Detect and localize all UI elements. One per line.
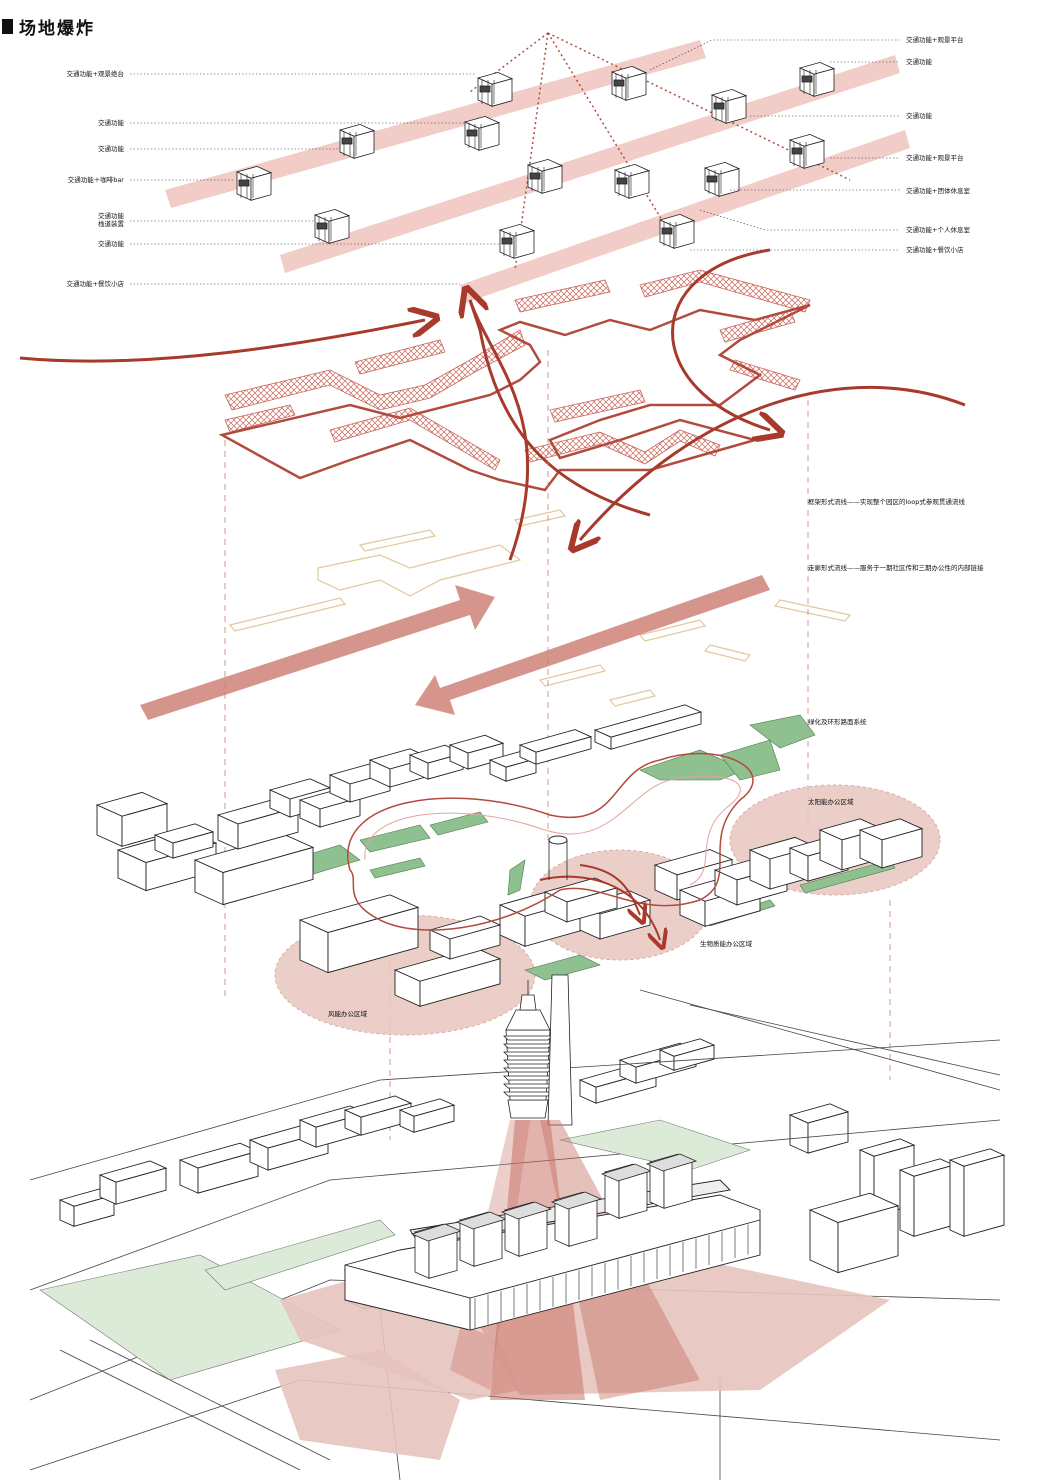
block-15 bbox=[298, 894, 420, 974]
roof-tower-5 bbox=[600, 1163, 653, 1219]
left-label-4: 交通功能＋咖啡bar bbox=[67, 176, 124, 184]
building-blocks bbox=[58, 704, 1006, 1310]
right-label-5: 交通功能+团体休息室 bbox=[906, 187, 970, 195]
block-33 bbox=[343, 1095, 413, 1136]
block-13 bbox=[518, 729, 593, 765]
pavilion-4 bbox=[798, 61, 836, 97]
right-label-2: 交通功能 bbox=[906, 58, 932, 66]
zone-layer bbox=[58, 704, 1006, 1310]
page-title: 场地爆炸 bbox=[2, 14, 95, 39]
roof-tower-2 bbox=[455, 1211, 508, 1267]
pagoda-eave-8 bbox=[503, 1091, 553, 1097]
base-site-layer bbox=[29, 974, 1001, 1481]
block-29 bbox=[98, 1160, 168, 1205]
pavilion-14 bbox=[658, 213, 696, 249]
roof-tower-1 bbox=[410, 1223, 463, 1279]
pagoda-eave-1 bbox=[503, 1035, 553, 1041]
roof-tower-3 bbox=[500, 1201, 553, 1257]
block-40 bbox=[898, 1158, 956, 1237]
block-34 bbox=[398, 1098, 456, 1133]
chimney bbox=[547, 974, 573, 1126]
pagoda-eave-5 bbox=[503, 1067, 553, 1073]
title-marker-icon bbox=[2, 19, 13, 34]
pavilion-7 bbox=[788, 133, 826, 169]
left-label-7: 交通功能+餐饮小店 bbox=[66, 280, 124, 288]
loop-flow-arrows bbox=[19, 248, 966, 561]
pavilion-5 bbox=[463, 115, 501, 151]
left-label-2: 交通功能 bbox=[98, 119, 124, 127]
pavilion-layer bbox=[165, 32, 910, 303]
block-37 bbox=[658, 1038, 716, 1071]
solar-zone-label: 太阳能办公区域 bbox=[808, 798, 854, 806]
block-16 bbox=[393, 947, 502, 1007]
corridor-flow-note: 走廊形式流线——服务于一期社区传和三期办公性的内部链接 bbox=[808, 564, 984, 572]
right-label-1: 交通功能+观景平台 bbox=[906, 36, 964, 44]
block-5 bbox=[153, 823, 215, 859]
pagoda-eave-2 bbox=[503, 1043, 553, 1049]
block-26 bbox=[858, 818, 924, 869]
left-label-6: 交通功能 bbox=[98, 240, 124, 248]
block-30 bbox=[178, 1142, 260, 1194]
pavilion-12 bbox=[313, 208, 351, 244]
block-38 bbox=[788, 1103, 850, 1154]
block-11 bbox=[448, 734, 505, 770]
pagoda bbox=[503, 980, 553, 1119]
pink-band-1 bbox=[165, 40, 706, 208]
left-label-3: 交通功能 bbox=[98, 145, 124, 153]
leader-lines bbox=[130, 39, 900, 285]
frame-loop-layer bbox=[218, 269, 811, 492]
pagoda-eave-3 bbox=[503, 1051, 553, 1057]
pagoda-eave-4 bbox=[503, 1059, 553, 1065]
pavilion-6 bbox=[338, 123, 376, 159]
block-14 bbox=[593, 704, 703, 750]
right-label-4: 交通功能+观景平台 bbox=[906, 154, 964, 162]
corridor-layer bbox=[228, 509, 852, 707]
left-label-1: 交通功能+观景绝台 bbox=[66, 70, 124, 78]
pavilion-3 bbox=[710, 88, 748, 124]
pavilion-9 bbox=[613, 163, 651, 199]
frame-flow-note: 框架形式流线——实现整个园区的loop式参观贯通流线 bbox=[808, 498, 965, 506]
block-42 bbox=[808, 1192, 900, 1274]
roof-tower-6 bbox=[645, 1153, 698, 1209]
title-text: 场地爆炸 bbox=[19, 19, 95, 39]
corridor-flow-arrows bbox=[140, 575, 770, 720]
pagoda-eave-7 bbox=[503, 1083, 553, 1089]
pavilion-group bbox=[235, 61, 836, 259]
right-label-7: 交通功能+餐饮小店 bbox=[906, 246, 964, 254]
pavilion-2 bbox=[610, 65, 648, 101]
biomass-zone-label: 生物质能办公区域 bbox=[700, 940, 752, 948]
right-label-3: 交通功能 bbox=[906, 112, 932, 120]
block-41 bbox=[948, 1148, 1006, 1237]
pavilion-13 bbox=[498, 223, 536, 259]
pavilion-1 bbox=[476, 71, 514, 107]
pavilion-10 bbox=[703, 161, 741, 197]
roof-tower-4 bbox=[550, 1191, 603, 1247]
left-label-5: 交通功能 栈道装置 bbox=[98, 212, 124, 228]
pavilion-8 bbox=[526, 158, 564, 194]
wind-zone-label: 风能办公区域 bbox=[328, 1010, 367, 1018]
block-27 bbox=[543, 877, 619, 923]
greening-note: 绿化及环形路面系统 bbox=[808, 718, 867, 726]
pavilion-11 bbox=[235, 165, 273, 201]
right-label-6: 交通功能+个人休息室 bbox=[906, 226, 970, 234]
pagoda-eave-6 bbox=[503, 1075, 553, 1081]
